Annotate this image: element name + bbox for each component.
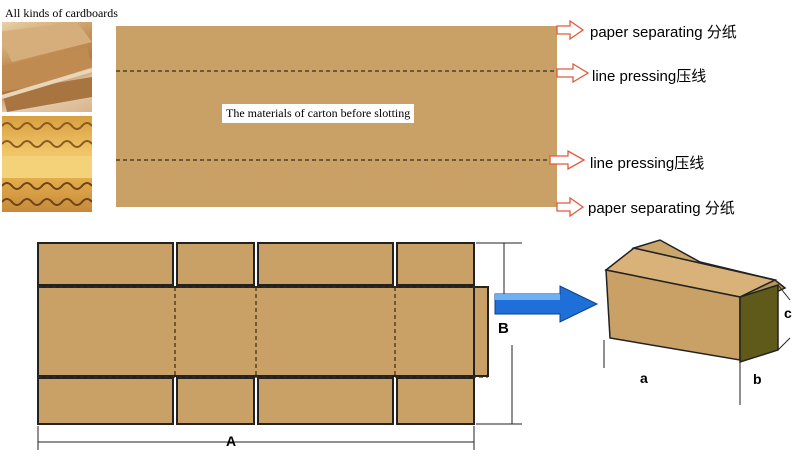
blue-arrow xyxy=(494,285,599,323)
box-blank xyxy=(37,242,489,425)
pointer-arrow-1 xyxy=(556,19,585,41)
dimension-A-label: A xyxy=(226,433,237,449)
dimension-a-label: a xyxy=(640,370,648,386)
diagram-title: All kinds of cardboards xyxy=(5,6,118,20)
label-line-pressing-bottom: line pressing压线 xyxy=(590,155,705,172)
label-line-pressing-top: line pressing压线 xyxy=(592,68,707,85)
pointer-arrow-3 xyxy=(549,149,586,171)
pointer-arrow-4 xyxy=(556,196,585,218)
dimension-c-label: c xyxy=(784,305,792,321)
box-blank-creases xyxy=(38,286,488,378)
box-dimension-lines xyxy=(603,284,791,405)
corrugated-layers-photo xyxy=(2,116,92,212)
label-paper-separating-bottom: paper separating 分纸 xyxy=(588,200,735,217)
pointer-arrow-2 xyxy=(556,62,590,84)
label-paper-separating-top: paper separating 分纸 xyxy=(590,24,737,41)
assembled-box xyxy=(604,239,787,364)
dimension-lines xyxy=(37,242,522,450)
dimension-b-label: b xyxy=(753,371,762,387)
dimension-B-label: B xyxy=(498,320,509,337)
cardboard-sheets-photo xyxy=(2,22,92,112)
sheet-label: The materials of carton before slotting xyxy=(222,104,415,123)
